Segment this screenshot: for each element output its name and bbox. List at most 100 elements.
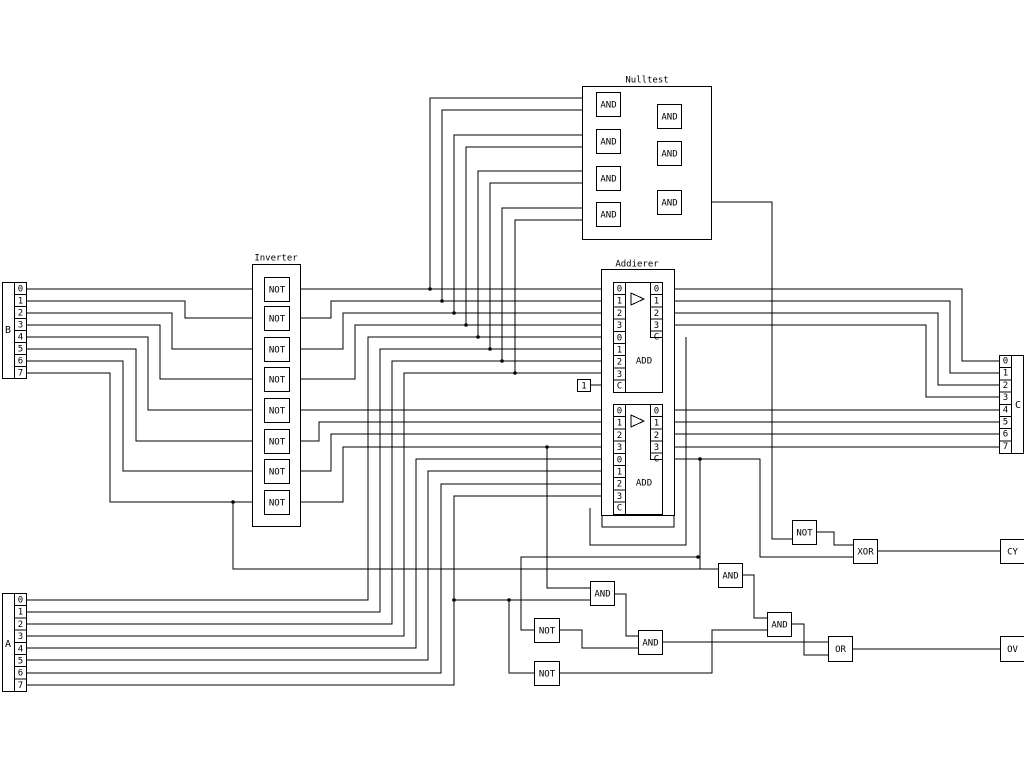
- port-b-label: B: [5, 325, 11, 336]
- adder-high-carry-in: C: [617, 504, 622, 514]
- wire-b6: [26, 360, 264, 472]
- ov-not-2: [534, 661, 560, 686]
- junction-dot: [452, 311, 456, 315]
- port-b-pin-0: 0: [18, 285, 23, 295]
- wire-a2: [26, 360, 614, 625]
- ov-and-3-label: AND: [642, 639, 658, 649]
- port-b-pin-1: 1: [18, 297, 23, 307]
- wire-ov: [742, 574, 767, 619]
- nulltest-title: Nulltest: [625, 76, 668, 86]
- wires: [26, 97, 1000, 686]
- ov-or: [828, 636, 853, 662]
- inverter-not-5-label: NOT: [269, 438, 286, 448]
- wire-null-tap0: [429, 97, 596, 289]
- wire-ov: [614, 593, 638, 637]
- adder-high-out-0: 0: [654, 407, 659, 417]
- inverter-not-7: [264, 490, 290, 515]
- adder-low-in-3: 3: [617, 321, 622, 331]
- inverter-not-6: [264, 459, 290, 484]
- components: [2, 86, 1024, 692]
- port-c-pin-2: 2: [1003, 381, 1008, 391]
- adder-low-in-2: 2: [617, 309, 622, 319]
- adder-low-out-2: 2: [654, 309, 659, 319]
- inverter-not-7-label: NOT: [269, 499, 286, 509]
- ov-not-1-label: NOT: [539, 627, 556, 637]
- ov-and-2: [590, 581, 615, 606]
- inverter-not-3-label: NOT: [269, 376, 286, 386]
- inverter-not-5: [264, 429, 290, 454]
- adder-high-in-5: 1: [617, 468, 622, 478]
- port-c-pin-6: 6: [1003, 430, 1008, 440]
- wire-ov: [454, 599, 534, 674]
- adder-low-in-5: 1: [617, 346, 622, 356]
- wire-inv5: [289, 421, 614, 442]
- wire-null-tap7: [514, 219, 596, 373]
- wire-null-tap6: [501, 207, 596, 361]
- nulltest-and-3-label: AND: [600, 211, 616, 221]
- wire-c2: [662, 312, 1000, 386]
- output-cy: [1000, 539, 1024, 564]
- output-cy-label: CY: [1007, 548, 1018, 558]
- wire-ov: [791, 623, 828, 656]
- adder-high-in-0: 0: [617, 407, 622, 417]
- adder-high-in-7: 3: [617, 492, 622, 502]
- wire-ov: [662, 629, 767, 643]
- inverter-not-4-label: NOT: [269, 407, 286, 417]
- adder-low-in-4: 0: [617, 333, 622, 343]
- wire-null-tap3: [465, 146, 596, 325]
- nulltest-and-0-label: AND: [600, 101, 616, 111]
- port-b-pin-5: 5: [18, 345, 23, 355]
- port-a-pin-5: 5: [18, 657, 23, 667]
- wire-a7: [26, 495, 614, 686]
- adder-low-in-7: 3: [617, 370, 622, 380]
- ov-and-4-label: AND: [771, 621, 787, 631]
- junction-dot: [452, 598, 456, 602]
- port-a-pin-1: 1: [18, 608, 23, 618]
- wire-null-tap1: [441, 109, 596, 301]
- wire-b3: [26, 324, 264, 380]
- port-a-pin-4: 4: [18, 644, 23, 654]
- constant-one-label: 1: [581, 382, 586, 392]
- inverter-not-2: [264, 337, 290, 362]
- junction-dot: [513, 371, 517, 375]
- output-ov-label: OV: [1007, 645, 1018, 655]
- wire-a3: [26, 372, 614, 637]
- port-a-pin-2: 2: [18, 620, 23, 630]
- wire-b2: [26, 312, 264, 350]
- wire-ov: [546, 447, 590, 589]
- constant-one: [577, 379, 591, 392]
- nulltest-and-stage2-0: [657, 104, 682, 129]
- wire-carry-out-tap: [699, 459, 718, 570]
- adder-high-carry-out: C: [654, 455, 659, 465]
- adder-high-in-1: 1: [617, 419, 622, 429]
- wire-null-out: [681, 201, 792, 540]
- port-b-pin-4: 4: [18, 333, 23, 343]
- ov-and-4: [767, 612, 792, 637]
- addierer-title: Addierer: [615, 260, 659, 270]
- nulltest-and-stage2-1-label: AND: [661, 150, 677, 160]
- ov-and-3: [638, 630, 663, 655]
- wire-a1: [26, 348, 614, 613]
- wire-xor-in: [816, 531, 853, 546]
- port-a-pin-0: 0: [18, 596, 23, 606]
- wire-null-tap5: [489, 182, 596, 349]
- adder-high-in-6: 2: [617, 480, 622, 490]
- junction-dot: [428, 287, 432, 291]
- nulltest-and-1: [596, 129, 621, 154]
- junction-dot: [476, 335, 480, 339]
- port-b-pin-3: 3: [18, 321, 23, 331]
- nulltest-and-stage2-1: [657, 141, 682, 166]
- port-c-pin-1: 1: [1003, 369, 1008, 379]
- wire-c1: [662, 300, 1000, 374]
- wire-a5: [26, 470, 614, 661]
- wire-null-tap2: [453, 134, 596, 313]
- port-b-pin-6: 6: [18, 357, 23, 367]
- adder-high-out-2: 2: [654, 431, 659, 441]
- adder-low-out-0: 0: [654, 285, 659, 295]
- inverter-not-1-label: NOT: [269, 315, 286, 325]
- output-ov: [1000, 636, 1024, 662]
- junction-dot: [440, 299, 444, 303]
- adder-triangle-icon: [630, 292, 646, 306]
- inverter-title: Inverter: [254, 254, 298, 264]
